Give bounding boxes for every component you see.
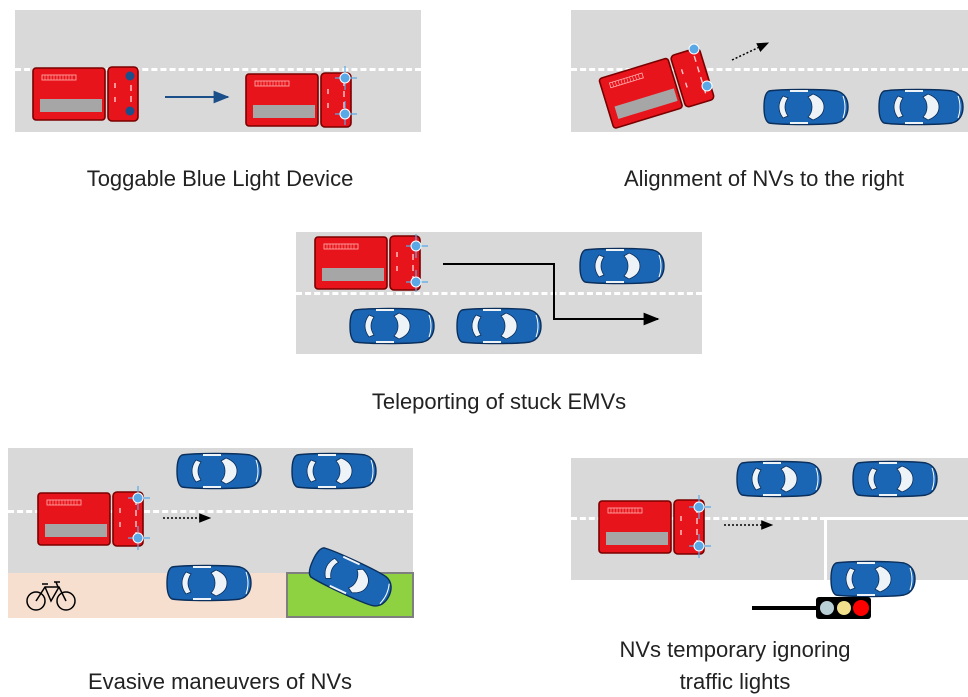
normal-vehicle	[456, 307, 542, 345]
normal-vehicle	[349, 307, 435, 345]
direction-arrow	[165, 90, 230, 104]
caption-ignoring-lights-line2: traffic lights	[679, 669, 791, 694]
traffic-light-icon	[752, 597, 871, 619]
caption-evasive: Evasive maneuvers of NVs	[87, 669, 353, 694]
normal-vehicle	[579, 247, 665, 285]
panel-ignoring-lights: NVs temporary ignoring traffic lights	[560, 448, 968, 697]
blue-light-device-on	[128, 486, 150, 550]
lane-marking	[826, 517, 968, 520]
caption-alignment: Alignment of NVs to the right	[623, 166, 905, 191]
stop-line	[824, 518, 827, 580]
panel-teleport: Teleporting of stuck EMVs	[296, 232, 702, 422]
panel-alignment: Alignment of NVs to the right	[560, 0, 968, 200]
panel-evasive: Evasive maneuvers of NVs	[0, 448, 440, 697]
lane-marking	[571, 68, 968, 71]
normal-vehicle	[763, 88, 849, 126]
normal-vehicle	[176, 452, 262, 490]
caption-blue-light: Toggable Blue Light Device	[86, 166, 354, 191]
direction-arrow	[724, 520, 774, 530]
direction-arrow	[731, 42, 770, 61]
blue-light-device-on	[335, 66, 357, 125]
blue-light-device-off	[125, 71, 135, 116]
lane-marking	[296, 292, 702, 295]
caption-ignoring-lights-line1: NVs temporary ignoring	[619, 637, 851, 662]
lane-marking	[15, 68, 421, 71]
normal-vehicle	[291, 452, 377, 490]
blue-light-device-on	[688, 43, 713, 92]
caption-teleport: Teleporting of stuck EMVs	[371, 389, 627, 414]
blue-light-device-on	[406, 234, 428, 292]
panel-blue-light: Toggable Blue Light Device	[0, 0, 440, 200]
normal-vehicle	[878, 88, 964, 126]
blue-light-device-on	[689, 495, 711, 558]
normal-vehicle	[166, 564, 252, 602]
bicycle-icon	[26, 581, 76, 611]
lane-marking	[8, 510, 413, 513]
teleport-path-arrow	[443, 263, 660, 326]
